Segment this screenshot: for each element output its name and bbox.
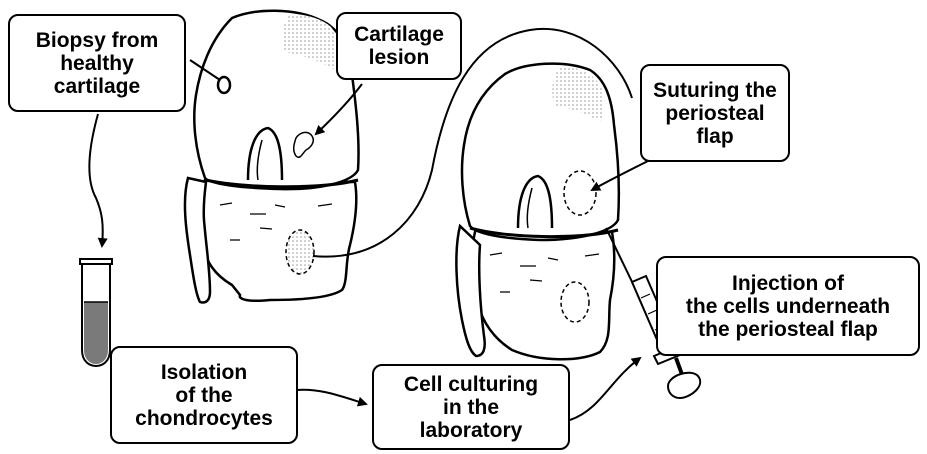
label-culturing: Cell culturing in the laboratory: [372, 364, 570, 450]
label-biopsy: Biopsy from healthy cartilage: [8, 14, 186, 112]
test-tube-fluid: [84, 302, 108, 364]
test-tube: [80, 259, 112, 366]
label-isolation: Isolation of the chondrocytes: [110, 346, 298, 444]
test-tube-rim: [80, 259, 112, 264]
biopsy-to-tube-arrow: [89, 114, 102, 246]
right-harvest-site: [561, 282, 589, 322]
isolation-to-culturing-arrow: [296, 390, 366, 404]
label-suturing: Suturing the periosteal flap: [640, 64, 790, 162]
culturing-to-injection-arrow: [570, 358, 640, 420]
periosteum-harvest-site: [286, 230, 314, 274]
left-tibia: [200, 180, 357, 301]
label-cartilage-lesion: Cartilage lesion: [336, 12, 462, 80]
left-knee-illustration: [185, 11, 359, 303]
periosteal-flap: [564, 171, 596, 215]
label-injection: Injection of the cells underneath the pe…: [656, 256, 920, 356]
right-fibula: [456, 226, 484, 356]
right-tibia: [472, 228, 614, 359]
syringe-plunger-cap: [668, 373, 700, 398]
right-knee-illustration: [456, 64, 618, 360]
